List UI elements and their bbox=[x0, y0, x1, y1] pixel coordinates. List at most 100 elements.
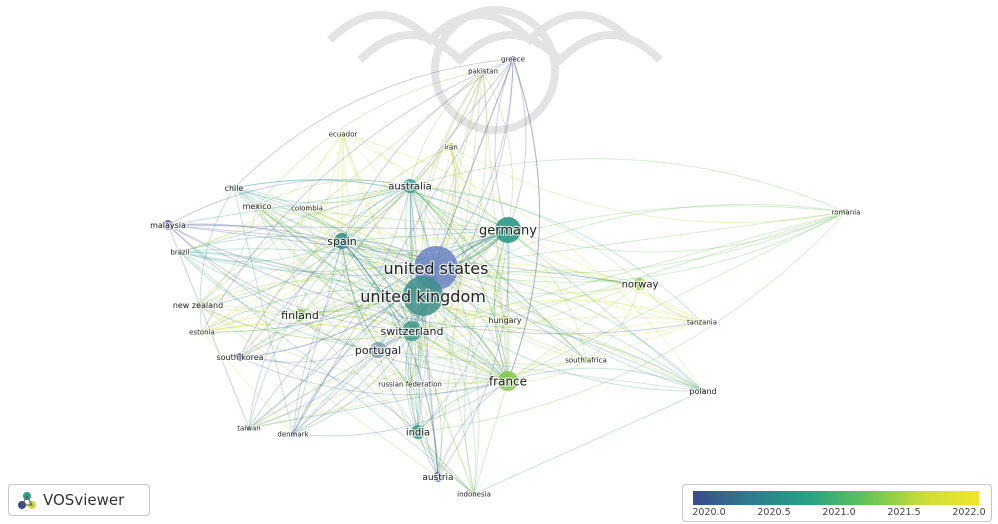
node-circle[interactable] bbox=[254, 203, 260, 209]
link-edge bbox=[239, 229, 509, 358]
node-circle[interactable] bbox=[471, 491, 477, 497]
node-austria[interactable]: austria bbox=[421, 472, 455, 485]
node-united-kingdom[interactable]: united kingdom bbox=[359, 276, 487, 316]
node-new-zealand[interactable]: new zealand bbox=[172, 300, 225, 312]
node-circle[interactable] bbox=[236, 353, 244, 361]
node-hungary[interactable]: hungary bbox=[487, 315, 523, 327]
node-circle[interactable] bbox=[433, 472, 443, 482]
node-circle[interactable] bbox=[340, 131, 346, 137]
link-edge bbox=[409, 185, 439, 478]
node-spain[interactable]: spain bbox=[326, 233, 358, 249]
node-circle[interactable] bbox=[370, 342, 386, 358]
link-edge bbox=[450, 146, 847, 223]
link-edge bbox=[507, 211, 847, 382]
node-indonesia[interactable]: indonesia bbox=[456, 489, 492, 500]
scale-tick: 2021.0 bbox=[822, 507, 856, 518]
link-edge bbox=[256, 179, 411, 207]
node-colombia[interactable]: colombia bbox=[290, 203, 324, 214]
link-edge bbox=[409, 229, 509, 385]
link-edge bbox=[167, 178, 411, 226]
node-greece[interactable]: greece bbox=[500, 54, 526, 65]
node-ecuador[interactable]: ecuador bbox=[328, 129, 359, 140]
node-circle[interactable] bbox=[402, 321, 422, 341]
link-edge bbox=[239, 310, 506, 358]
node-norway[interactable]: norway bbox=[620, 278, 660, 292]
link-edge bbox=[248, 283, 641, 429]
node-australia[interactable]: australia bbox=[387, 179, 433, 194]
node-circle[interactable] bbox=[231, 185, 237, 191]
node-circle[interactable] bbox=[246, 425, 252, 431]
node-poland[interactable]: poland bbox=[688, 386, 718, 398]
brand-name: VOSviewer bbox=[43, 491, 125, 509]
node-circle[interactable] bbox=[163, 220, 173, 230]
node-russian-federation[interactable]: russian federation bbox=[377, 379, 443, 390]
node-switzerland[interactable]: switzerland bbox=[379, 321, 445, 341]
link-edge bbox=[197, 304, 439, 478]
node-circle[interactable] bbox=[510, 56, 516, 62]
node-circle[interactable] bbox=[294, 309, 306, 321]
node-circle[interactable] bbox=[403, 179, 417, 193]
link-edge bbox=[299, 314, 379, 351]
link-edge bbox=[417, 380, 509, 433]
node-circle[interactable] bbox=[199, 329, 205, 335]
node-circle[interactable] bbox=[290, 431, 296, 437]
node-south-africa[interactable]: south africa bbox=[564, 355, 608, 366]
link-edge bbox=[341, 185, 411, 242]
node-circle[interactable] bbox=[501, 316, 509, 324]
node-estonia[interactable]: estonia bbox=[188, 327, 216, 338]
link-edge bbox=[341, 70, 484, 242]
node-south-korea[interactable]: south korea bbox=[215, 352, 265, 364]
node-circle[interactable] bbox=[447, 143, 455, 151]
node-circle[interactable] bbox=[498, 371, 518, 391]
node-taiwan[interactable]: taiwan bbox=[236, 423, 262, 434]
node-circle[interactable] bbox=[403, 276, 443, 316]
node-india[interactable]: india bbox=[405, 425, 431, 440]
link-edge bbox=[377, 185, 414, 351]
node-circle[interactable] bbox=[334, 233, 350, 249]
link-edge bbox=[341, 240, 439, 478]
node-circle[interactable] bbox=[177, 249, 183, 255]
color-scale-bar bbox=[693, 491, 979, 505]
node-iran[interactable]: iran bbox=[443, 142, 459, 153]
node-malaysia[interactable]: malaysia bbox=[149, 220, 187, 232]
node-chile[interactable]: chile bbox=[223, 183, 244, 195]
link-edge bbox=[342, 133, 475, 495]
node-circle[interactable] bbox=[583, 357, 589, 363]
node-circle[interactable] bbox=[843, 209, 849, 215]
node-circle[interactable] bbox=[480, 68, 486, 74]
link-edge bbox=[179, 251, 413, 332]
node-label: russian federation bbox=[378, 381, 442, 389]
link-edge bbox=[411, 299, 703, 332]
node-germany[interactable]: germany bbox=[478, 217, 539, 243]
node-label: indonesia bbox=[457, 491, 491, 499]
node-circle[interactable] bbox=[411, 425, 425, 439]
node-circle[interactable] bbox=[495, 217, 521, 243]
node-label: poland bbox=[689, 387, 716, 396]
node-circle[interactable] bbox=[634, 278, 646, 290]
link-edge bbox=[409, 185, 480, 495]
link-edge bbox=[239, 330, 413, 363]
vosviewer-badge[interactable]: VOSviewer bbox=[8, 484, 150, 516]
node-circle[interactable] bbox=[304, 205, 310, 211]
node-brazil[interactable]: brazil bbox=[169, 247, 191, 258]
node-mexico[interactable]: mexico bbox=[241, 201, 272, 213]
node-circle[interactable] bbox=[407, 381, 413, 387]
link-edge bbox=[306, 207, 413, 332]
node-pakistan[interactable]: pakistan bbox=[467, 66, 499, 77]
node-france[interactable]: france bbox=[488, 371, 528, 391]
node-portugal[interactable]: portugal bbox=[354, 342, 402, 358]
node-tanzania[interactable]: tanzania bbox=[686, 317, 719, 328]
node-circle[interactable] bbox=[700, 388, 706, 394]
link-edge bbox=[248, 185, 411, 429]
node-denmark[interactable]: denmark bbox=[276, 429, 311, 440]
link-edge bbox=[507, 229, 703, 323]
link-edge bbox=[405, 330, 419, 433]
link-edge bbox=[482, 70, 514, 231]
node-circle[interactable] bbox=[699, 319, 705, 325]
node-romania[interactable]: romania bbox=[830, 207, 861, 218]
node-finland[interactable]: finland bbox=[280, 308, 320, 324]
node-circle[interactable] bbox=[195, 302, 201, 308]
node-label: hungary bbox=[488, 316, 521, 325]
link-edge bbox=[239, 240, 343, 358]
